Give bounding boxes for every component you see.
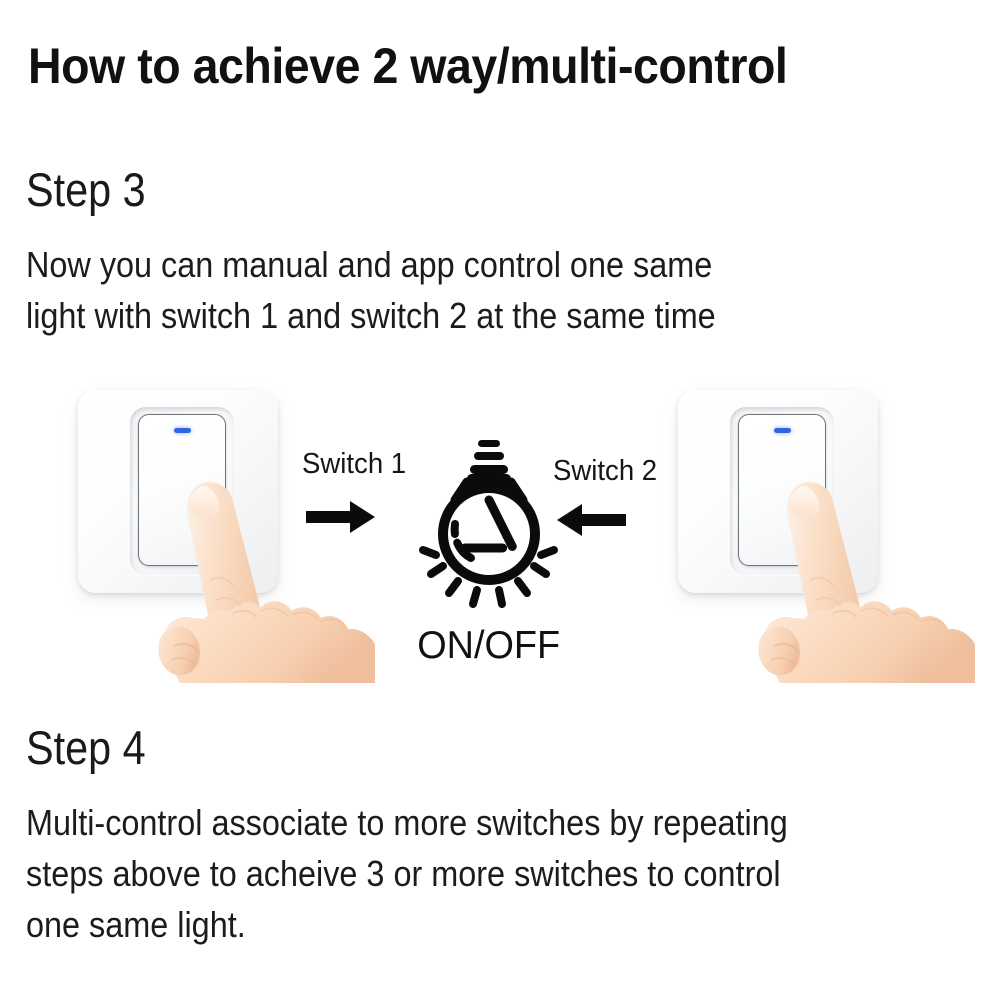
step-4-body-line-2: steps above to acheive 3 or more switche… (26, 853, 781, 894)
step-3-body-line-1: Now you can manual and app control one s… (26, 244, 713, 285)
onoff-label-wrap: ON/OFF (389, 624, 589, 668)
wall-switch-2[interactable] (674, 386, 882, 598)
step-4-heading: Step 4 (26, 721, 146, 774)
switch-rocker-button[interactable] (138, 414, 226, 566)
led-indicator-icon (173, 428, 191, 433)
step-4-body-line-3: one same light. (26, 904, 246, 945)
step-3-body-line-2: light with switch 1 and switch 2 at the … (26, 295, 716, 336)
switch-rocker-button[interactable] (738, 414, 826, 566)
switch-plate (78, 390, 278, 593)
switch-1-label: Switch 1 (302, 448, 407, 480)
light-bulb-icon (419, 440, 558, 608)
led-indicator-icon (773, 428, 791, 433)
page-title: How to achieve 2 way/multi-control (28, 38, 788, 94)
switch-plate (678, 390, 878, 593)
onoff-label: ON/OFF (417, 624, 561, 667)
step-4-body-line-1: Multi-control associate to more switches… (26, 802, 788, 843)
arrow-right-icon (306, 501, 375, 533)
step-3-body: Now you can manual and app control one s… (26, 239, 716, 341)
switch-2-label: Switch 2 (553, 455, 658, 487)
arrow-left-icon (557, 504, 626, 536)
step-4-body: Multi-control associate to more switches… (26, 797, 788, 950)
wall-switch-1[interactable] (74, 386, 282, 598)
step-3-heading: Step 3 (26, 163, 146, 216)
